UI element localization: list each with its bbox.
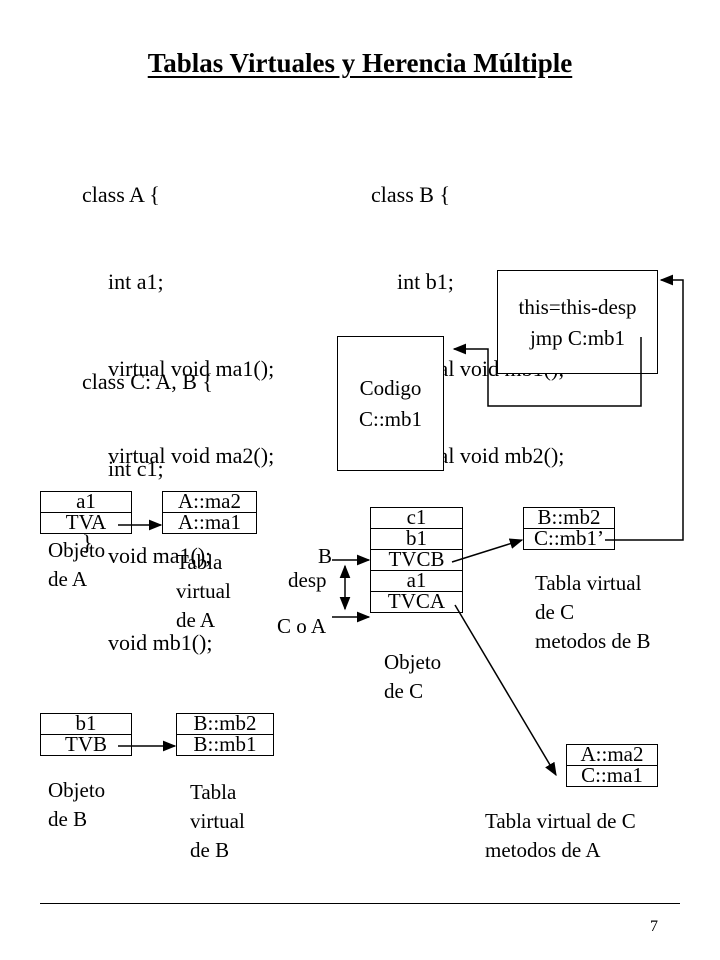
- code-line: void mb1();: [108, 630, 213, 655]
- obj-c-cell: TVCA: [370, 591, 463, 613]
- page-title: Tablas Virtuales y Herencia Múltiple: [147, 48, 573, 78]
- arrow-tvca: [454, 604, 557, 777]
- code-line: virtual void ma2();: [108, 443, 275, 468]
- vt-c-a-cell: C::ma1: [566, 765, 658, 787]
- obj-a-label: Objeto de A: [48, 538, 106, 591]
- code-line: class A {: [82, 182, 160, 207]
- arrow-to-code: [452, 337, 642, 407]
- vt-c-a-label: Tabla virtual de C metodos de A: [485, 809, 636, 862]
- vt-a-label: Tabla virtual de A: [176, 550, 231, 632]
- vt-c-b-cell: C::mb1’: [523, 528, 615, 550]
- code-line: virtual void ma1();: [108, 356, 275, 381]
- offset-label-c-o-a: C o A: [277, 614, 327, 638]
- code-line: class B {: [371, 182, 450, 207]
- code-line: int a1;: [108, 269, 164, 294]
- code-line: int c1;: [108, 456, 164, 481]
- thunk-line: this=this-desp: [518, 295, 637, 319]
- code-line: void ma1();: [108, 543, 212, 568]
- code-line: int b1;: [397, 269, 454, 294]
- class-a-code: class A { int a1; virtual void ma1(); vi…: [82, 122, 274, 586]
- vt-a-cell: A::ma1: [162, 512, 257, 534]
- vt-b-cell: B::mb1: [176, 734, 274, 756]
- obj-c-label: Objeto de C: [384, 650, 442, 703]
- page-number: 7: [650, 918, 658, 935]
- vt-c-b-label: Tabla virtual de C metodos de B: [535, 571, 651, 653]
- obj-b-cell: TVB: [40, 734, 132, 756]
- obj-b-label: Objeto de B: [48, 778, 106, 831]
- obj-c-cell: b1: [370, 528, 463, 550]
- arrow-tvcb: [451, 538, 524, 563]
- code-line: class C: A, B {: [82, 369, 213, 394]
- offset-label-desp: desp: [288, 568, 327, 592]
- code-line: }: [82, 530, 93, 555]
- thunk-box: this=this-desp jmp C:mb1: [497, 270, 658, 374]
- code-box-line: C::mb1: [358, 407, 422, 431]
- footer-rule: [40, 903, 680, 904]
- obj-a-cell: TVA: [40, 512, 132, 534]
- code-box: Codigo C::mb1: [337, 336, 444, 471]
- vt-b-label: Tabla virtual de B: [190, 780, 245, 862]
- arrow-to-thunk: [605, 274, 684, 541]
- obj-a-cell: a1: [40, 491, 132, 513]
- code-box-line: Codigo: [359, 376, 422, 400]
- thunk-line: jmp C:mb1: [529, 326, 626, 350]
- offset-label-b: B: [318, 544, 333, 568]
